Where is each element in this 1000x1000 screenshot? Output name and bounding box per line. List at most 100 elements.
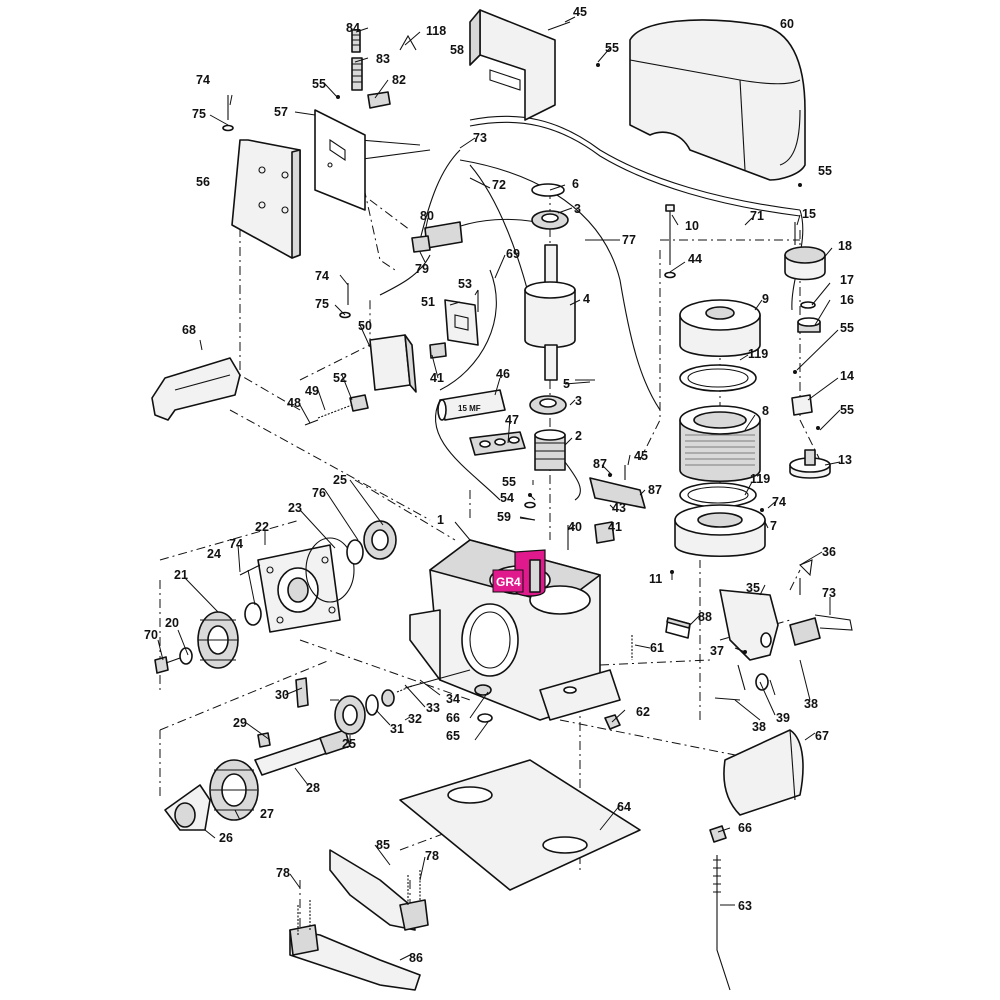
callout-68: 68 <box>182 323 196 337</box>
part-86-foot-lower <box>289 924 421 991</box>
callout-61: 61 <box>650 641 664 655</box>
part-57-circuit-board <box>314 109 366 211</box>
callout-74-d: 74 <box>229 537 243 551</box>
callout-2: 2 <box>575 429 582 443</box>
callout-118: 118 <box>426 24 446 38</box>
part-27-gear <box>209 759 259 821</box>
callout-6: 6 <box>572 177 579 191</box>
callout-53: 53 <box>458 277 472 291</box>
part-24-washer <box>244 602 262 626</box>
small-fasteners <box>222 21 820 654</box>
callout-63: 63 <box>738 899 752 913</box>
part-44-washer <box>664 271 676 279</box>
part-88-label <box>665 617 691 639</box>
callout-55-e: 55 <box>840 403 854 417</box>
callout-45-b: 45 <box>634 449 648 463</box>
callout-48: 48 <box>287 396 301 410</box>
callout-51: 51 <box>421 295 435 309</box>
callout-74-b: 74 <box>315 269 329 283</box>
callout-55-b: 55 <box>312 77 326 91</box>
part-16-nut <box>797 317 821 333</box>
callout-85: 85 <box>376 838 390 852</box>
part-83-spring <box>351 57 363 91</box>
part-30-key <box>295 677 309 708</box>
callout-60: 60 <box>780 17 794 31</box>
callout-47: 47 <box>505 413 519 427</box>
part-3-bearing-upper <box>531 210 569 230</box>
capacitor-label: 15 MF <box>458 404 481 413</box>
part-67-end-cover <box>723 729 804 816</box>
callout-73-a: 73 <box>473 131 487 145</box>
part-79-connector <box>411 235 431 253</box>
part-80-connector <box>424 221 463 249</box>
part-36-knob <box>799 559 813 595</box>
callout-83: 83 <box>376 52 390 66</box>
part-9-motor-endcap <box>679 299 761 357</box>
part-60-motor-cover <box>629 19 806 181</box>
part-46-capacitor: 15 MF <box>437 389 506 421</box>
callout-11: 11 <box>649 572 662 586</box>
part-6-ring <box>531 183 565 197</box>
callout-78-right: 78 <box>425 849 439 863</box>
callout-3-a: 3 <box>574 202 581 216</box>
part-70-bolt <box>154 656 181 674</box>
part-49-spring <box>317 404 353 419</box>
part-33-spring <box>396 685 413 693</box>
callout-31: 31 <box>390 722 404 736</box>
callout-39: 39 <box>776 711 790 725</box>
callout-3-b: 3 <box>575 394 582 408</box>
callout-labels: 84 118 45 60 55 58 83 74 55 82 75 57 73 … <box>144 5 854 965</box>
callout-56: 56 <box>196 175 210 189</box>
callout-65: 65 <box>446 729 460 743</box>
part-43-switch-bracket <box>589 477 646 509</box>
part-52-lever <box>349 394 369 412</box>
part-34-shaft <box>404 669 471 689</box>
part-118-clip <box>399 34 417 51</box>
part-85-foot-upper <box>329 849 429 931</box>
part-65-washer <box>477 713 493 723</box>
callout-40: 40 <box>568 520 582 534</box>
callout-55-d: 55 <box>840 321 854 335</box>
part-41-terminal-lower <box>594 521 615 544</box>
part-74-screw-left <box>239 564 261 576</box>
callout-43: 43 <box>612 501 626 515</box>
callout-49: 49 <box>305 384 319 398</box>
part-51-switch-block <box>444 299 479 346</box>
part-35-release-cover <box>719 589 779 661</box>
part-78-studs-left <box>297 900 311 935</box>
part-32-bushing <box>381 689 395 707</box>
callout-66-b: 66 <box>738 821 752 835</box>
callout-77: 77 <box>622 233 636 247</box>
gr4-highlight: GR4 <box>492 549 546 597</box>
part-64-base-plate <box>399 759 641 891</box>
callout-119-a: 119 <box>748 347 768 361</box>
part-25-bearing-upper <box>363 520 397 560</box>
callout-57: 57 <box>274 105 288 119</box>
part-4-rotor-shaft <box>524 244 576 381</box>
part-48-screw <box>304 419 319 426</box>
callout-87-b: 87 <box>648 483 662 497</box>
callout-41-b: 41 <box>608 520 622 534</box>
callout-23: 23 <box>288 501 302 515</box>
callout-67: 67 <box>815 729 829 743</box>
part-23-oring <box>305 537 355 603</box>
callout-34: 34 <box>446 692 460 706</box>
callout-86: 86 <box>409 951 423 965</box>
callout-7: 7 <box>770 519 777 533</box>
callout-87-a: 87 <box>593 457 607 471</box>
part-20-washer <box>179 647 193 665</box>
callout-29: 29 <box>233 716 247 730</box>
part-26-hub <box>164 784 211 831</box>
callout-9: 9 <box>762 292 769 306</box>
callout-70: 70 <box>144 628 158 642</box>
part-10-screw <box>665 204 675 265</box>
callout-69: 69 <box>506 247 520 261</box>
callout-30: 30 <box>275 688 289 702</box>
callout-58: 58 <box>450 43 464 57</box>
part-58-bracket <box>469 9 556 121</box>
part-41-terminal-upper <box>429 342 447 359</box>
part-8-stator <box>679 405 761 482</box>
part-66-nut-lower <box>709 825 727 843</box>
callout-32: 32 <box>408 712 422 726</box>
callout-119-b: 119 <box>750 472 770 486</box>
